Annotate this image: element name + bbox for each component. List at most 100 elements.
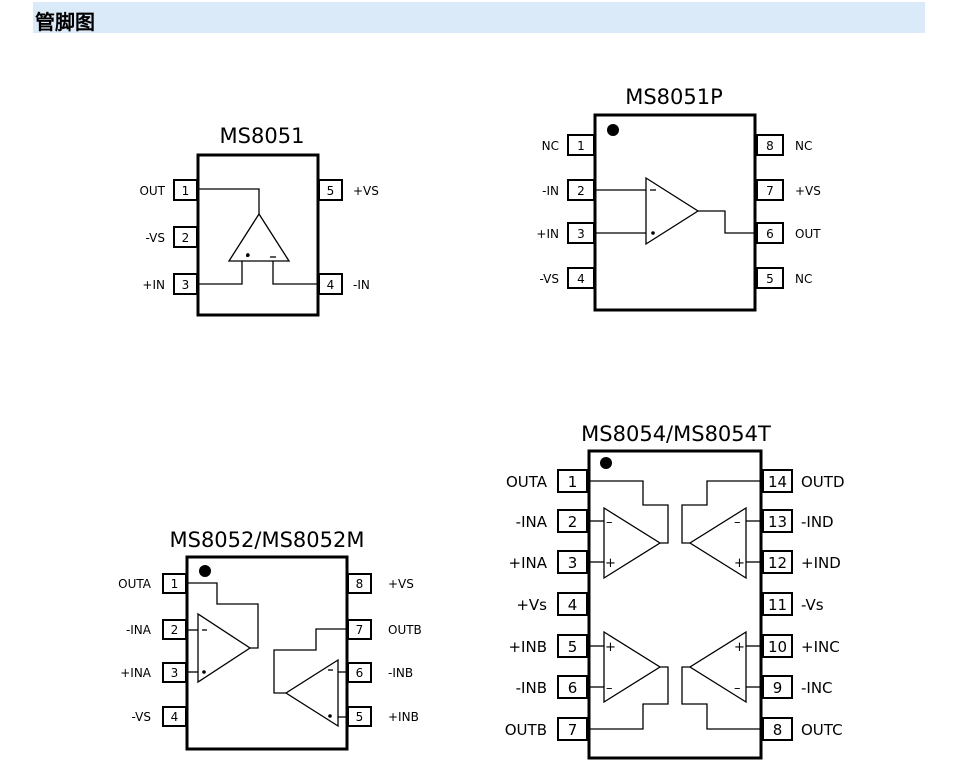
- ms8054-amp-c-plus: +: [734, 640, 745, 655]
- svg-text:3: 3: [171, 666, 179, 680]
- pin1-marker-dot: [600, 457, 612, 469]
- svg-text:+INA: +INA: [120, 666, 152, 680]
- svg-text:-VS: -VS: [540, 272, 559, 286]
- ms8054-pin-14: 14 OUTD: [762, 469, 845, 493]
- svg-text:8: 8: [356, 577, 364, 591]
- svg-text:+VS: +VS: [795, 184, 821, 198]
- ms8054-body: [587, 449, 763, 760]
- svg-text:5: 5: [327, 184, 335, 198]
- svg-text:+IN: +IN: [142, 278, 165, 292]
- ms8051-pin-2: 2 -VS: [146, 226, 198, 248]
- ms8051p-title: MS8051P: [625, 85, 723, 109]
- ms8051-title: MS8051: [220, 124, 305, 148]
- ms8054-pin-7: 7 OUTB: [505, 717, 588, 741]
- ms8054-pin-13: 13 -IND: [762, 509, 834, 533]
- svg-text:-IN: -IN: [353, 278, 370, 292]
- svg-text:2: 2: [182, 231, 190, 245]
- svg-text:-VS: -VS: [146, 231, 165, 245]
- ms8052-amp-a: [197, 612, 252, 684]
- svg-text:-IND: -IND: [801, 513, 834, 531]
- svg-text:6: 6: [356, 666, 364, 680]
- svg-text:1: 1: [568, 473, 578, 491]
- svg-text:NC: NC: [542, 139, 559, 153]
- ms8052-pin-7: 7 OUTB: [347, 619, 422, 640]
- svg-text:13: 13: [768, 513, 787, 531]
- ms8054-amp-b-plus: +: [605, 640, 616, 655]
- svg-text:OUTC: OUTC: [801, 721, 843, 739]
- ms8054-pin-1: 1 OUTA: [506, 469, 588, 493]
- svg-text:OUTD: OUTD: [801, 473, 845, 491]
- ms8054-amp-a: [603, 506, 662, 580]
- svg-text:+VS: +VS: [353, 184, 379, 198]
- svg-text:-VS: -VS: [132, 710, 151, 724]
- ms8051-plus-wire: [198, 261, 243, 285]
- ms8052-pin-4: 4 -VS: [132, 706, 187, 727]
- svg-text:1: 1: [577, 139, 585, 153]
- svg-text:4: 4: [327, 278, 335, 292]
- svg-text:OUTB: OUTB: [388, 623, 422, 637]
- ms8052-pin-2: 2 -INA: [126, 619, 187, 640]
- svg-text:4: 4: [171, 710, 179, 724]
- svg-text:OUTA: OUTA: [506, 473, 548, 491]
- svg-text:-INB: -INB: [388, 666, 413, 680]
- ms8051p-pin-4: 4 -VS: [540, 267, 595, 289]
- ms8054-diagram: MS8054/MS8054T – + – + + – + –: [505, 422, 845, 760]
- pin1-marker-dot: [607, 124, 619, 136]
- svg-text:5: 5: [568, 638, 578, 656]
- ms8051-pin-3: 3 +IN: [142, 273, 198, 295]
- svg-text:2: 2: [568, 513, 578, 531]
- svg-text:+VS: +VS: [388, 577, 414, 591]
- svg-text:9: 9: [773, 679, 783, 697]
- section-title: 管脚图: [35, 10, 95, 34]
- svg-text:OUTB: OUTB: [505, 721, 547, 739]
- svg-text:11: 11: [768, 596, 787, 614]
- svg-text:4: 4: [577, 272, 585, 286]
- ms8054-amp-b: [603, 630, 662, 704]
- ms8051p-pin-3: 3 +IN: [536, 222, 595, 244]
- svg-text:NC: NC: [795, 272, 812, 286]
- ms8051-diagram: MS8051 • 1 OUT 2 -VS 3 +IN 4 -IN: [139, 124, 379, 317]
- ms8054-amp-d: [688, 506, 747, 580]
- svg-text:14: 14: [768, 473, 787, 491]
- svg-text:-INC: -INC: [801, 679, 833, 697]
- ms8052-title: MS8052/MS8052M: [170, 528, 365, 552]
- ms8051-out-wire: [198, 188, 260, 214]
- svg-text:-INA: -INA: [126, 623, 152, 637]
- ms8054-pin-3: 3 +INA: [509, 550, 588, 574]
- svg-text:6: 6: [568, 679, 578, 697]
- ms8052-pin-1: 1 OUTA: [118, 573, 187, 594]
- svg-text:3: 3: [577, 227, 585, 241]
- ms8052-pin-5: 5 +INB: [347, 706, 419, 727]
- ms8051p-diagram: MS8051P 1 NC 2 -IN 3 +IN 4 -VS: [536, 85, 821, 312]
- svg-text:3: 3: [182, 278, 190, 292]
- svg-text:+INB: +INB: [508, 638, 547, 656]
- svg-text:2: 2: [171, 623, 179, 637]
- ms8054-amp-b-minus: –: [606, 681, 613, 696]
- ms8051p-body: [593, 113, 757, 312]
- ms8054-pin-6: 6 -INB: [516, 675, 588, 699]
- ms8051p-amp: [645, 176, 700, 246]
- svg-text:1: 1: [182, 184, 190, 198]
- ms8054-pin-8: 8 OUTC: [762, 717, 843, 741]
- ms8052-body: [185, 555, 349, 751]
- svg-text:OUT: OUT: [795, 227, 821, 241]
- ms8052-pin-6: 6 -INB: [347, 662, 413, 683]
- svg-text:+IN: +IN: [536, 227, 559, 241]
- svg-text:8: 8: [773, 721, 783, 739]
- ms8054-amp-a-minus: –: [606, 515, 613, 530]
- ms8051p-pin-2: 2 -IN: [542, 179, 595, 201]
- svg-text:+INA: +INA: [509, 554, 548, 572]
- svg-text:•: •: [244, 249, 252, 264]
- ms8054-pin-5: 5 +INB: [508, 634, 588, 658]
- ms8054-amp-a-plus: +: [605, 556, 616, 571]
- ms8051p-pin-1: 1 NC: [542, 134, 595, 156]
- svg-text:4: 4: [568, 596, 578, 614]
- ms8054-amp-c-minus: –: [734, 681, 741, 696]
- ms8051-minus-wire: [272, 261, 318, 285]
- svg-text:7: 7: [766, 184, 774, 198]
- svg-text:2: 2: [577, 184, 585, 198]
- ms8051-pin-4: 4 -IN: [318, 273, 370, 295]
- ms8054-pin-9: 9 -INC: [762, 675, 833, 699]
- svg-text:OUTA: OUTA: [118, 577, 152, 591]
- ms8051-amp: [227, 212, 291, 262]
